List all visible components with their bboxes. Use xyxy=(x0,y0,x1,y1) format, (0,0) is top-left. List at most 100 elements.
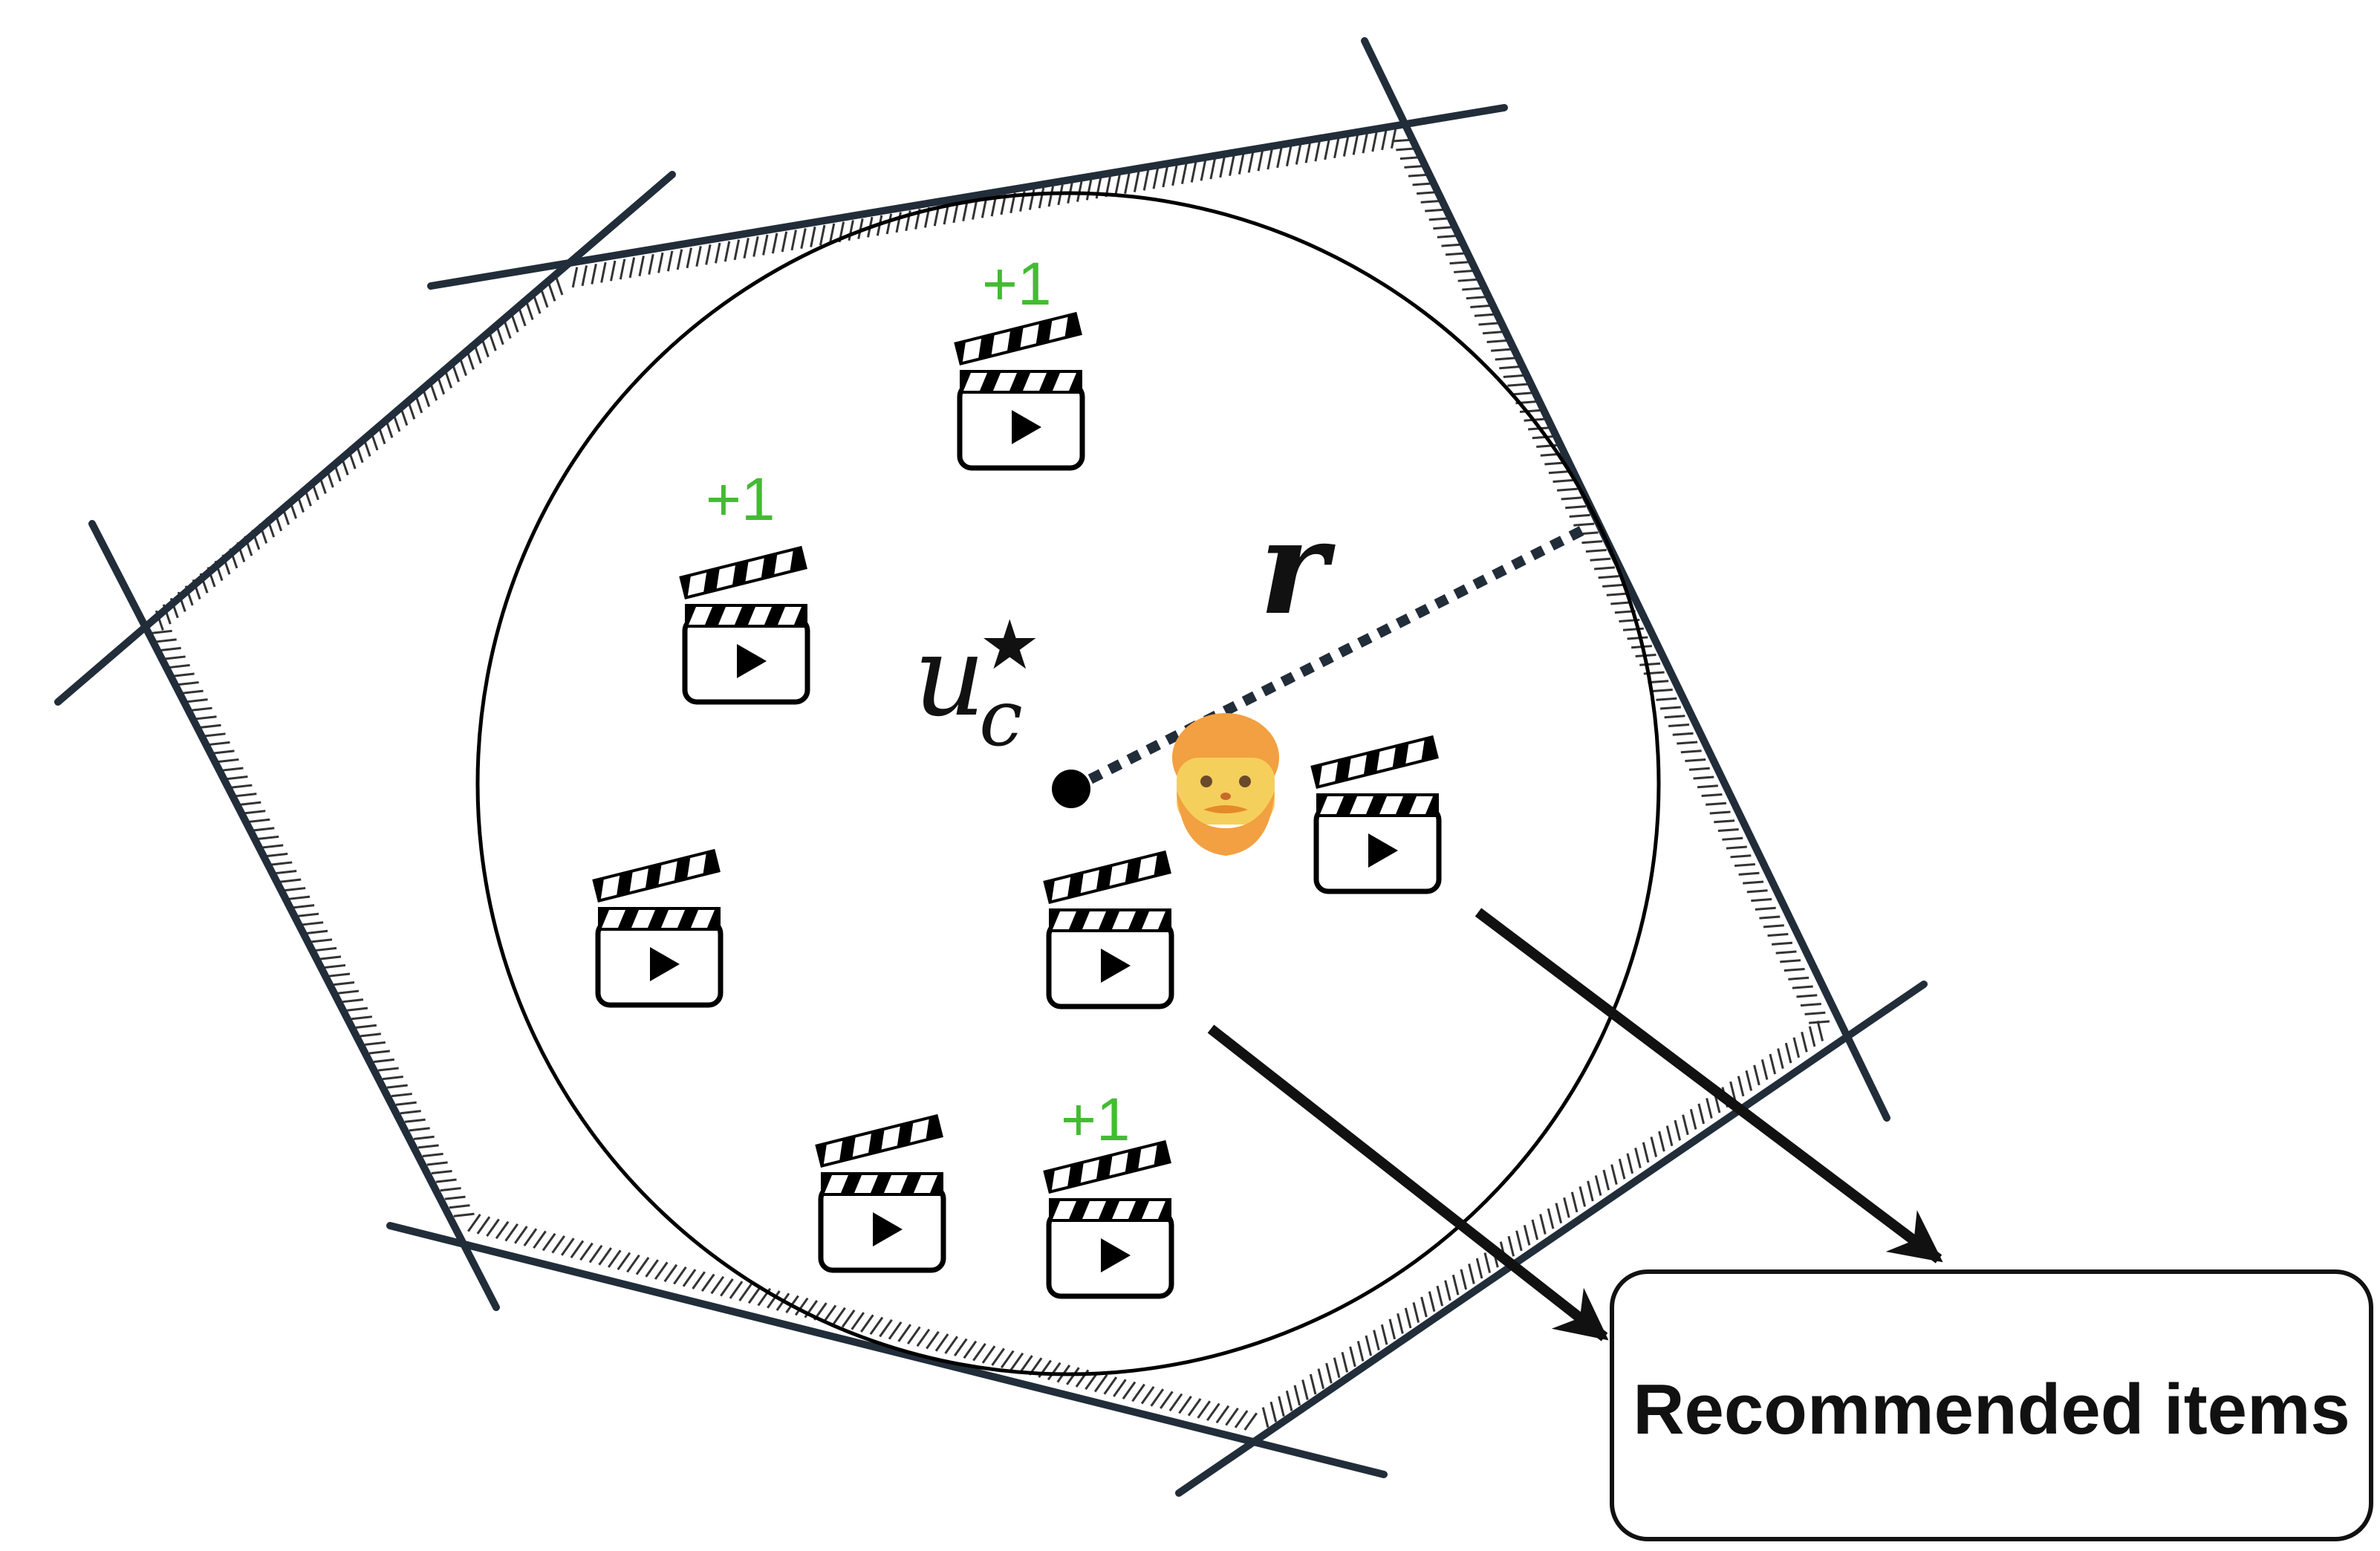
hatch-mark xyxy=(1717,827,1739,833)
hatch-mark xyxy=(962,201,969,221)
hatch-mark xyxy=(1734,862,1755,868)
hatch-mark xyxy=(1428,1291,1436,1312)
hatch-mark xyxy=(857,218,864,239)
hatch-mark xyxy=(1602,583,1624,588)
hatch-mark xyxy=(705,244,712,265)
hatch-mark xyxy=(607,1249,622,1268)
movie-item[interactable] xyxy=(1310,735,1439,891)
hatch-mark xyxy=(276,869,297,875)
hatch-mark xyxy=(1606,592,1628,596)
hatch-mark xyxy=(253,827,275,832)
hatch-mark xyxy=(1573,522,1595,527)
hatch-mark xyxy=(944,1336,958,1354)
hatch-mark xyxy=(1780,959,1801,963)
hatch-mark xyxy=(1726,845,1747,850)
clapperboard-icon xyxy=(954,312,1082,468)
hatch-mark xyxy=(431,1169,452,1175)
hatch-mark xyxy=(1293,1385,1301,1406)
hatch-mark xyxy=(1565,505,1587,510)
movie-item[interactable]: +1 xyxy=(1043,1086,1171,1296)
hatch-mark xyxy=(1563,1197,1570,1218)
hatch-mark xyxy=(1047,1362,1061,1381)
hatch-mark xyxy=(1285,1390,1293,1411)
hatch-mark xyxy=(1397,1313,1404,1334)
hatch-mark xyxy=(440,1187,461,1192)
hatch-mark xyxy=(267,852,288,857)
hatch-mark xyxy=(1324,139,1330,160)
hatch-mark xyxy=(841,1309,856,1328)
hatch-mark xyxy=(695,246,702,267)
hatch-mark xyxy=(879,1318,893,1338)
hatch-mark xyxy=(334,981,355,986)
hatch-mark xyxy=(1602,1169,1610,1191)
hatch-mark xyxy=(926,1330,940,1350)
hatch-mark xyxy=(1122,1381,1137,1400)
hatch-mark xyxy=(1729,1081,1737,1102)
hatch-mark xyxy=(1801,1031,1808,1053)
hatch-mark xyxy=(860,1314,874,1333)
hatch-mark xyxy=(1168,1393,1183,1412)
hatch-mark xyxy=(222,767,244,772)
hatch-mark xyxy=(1333,1357,1341,1379)
hatch-mark xyxy=(404,1118,426,1123)
hatch-mark xyxy=(417,1144,439,1149)
hatch-mark xyxy=(1701,793,1723,798)
hatch-mark xyxy=(1706,1098,1713,1119)
hatch-mark xyxy=(1659,706,1681,710)
hatch-mark xyxy=(654,1261,669,1280)
hatch-mark xyxy=(1113,1379,1127,1397)
hatch-mark xyxy=(249,818,270,823)
hatch-mark xyxy=(743,238,750,259)
hatch-mark xyxy=(1180,163,1188,184)
user-face-icon xyxy=(1172,713,1279,856)
hatch-mark xyxy=(1581,540,1603,544)
hatch-mark xyxy=(1190,161,1197,183)
hatch-mark xyxy=(635,1257,650,1275)
hatch-mark xyxy=(1816,1021,1824,1041)
movie-item[interactable]: +1 xyxy=(679,466,807,702)
hatch-mark xyxy=(1658,1131,1665,1152)
hatch-mark xyxy=(164,655,186,660)
hatch-mark xyxy=(800,228,807,249)
hatch-mark xyxy=(1688,767,1710,771)
movie-items: +1 +1 +1 xyxy=(592,250,1439,1296)
movie-item[interactable] xyxy=(1043,851,1171,1007)
hatch-mark xyxy=(1142,169,1150,191)
hatch-mark xyxy=(581,265,588,287)
recommended-items-label: Recommended items xyxy=(1633,1370,2350,1449)
hatch-mark xyxy=(1784,1042,1792,1064)
hatch-mark xyxy=(1428,217,1450,221)
movie-item[interactable] xyxy=(592,849,721,1005)
hatch-mark xyxy=(453,1212,475,1217)
hatch-mark xyxy=(571,267,579,288)
hatch-mark xyxy=(1225,1408,1239,1426)
item-badge: +1 xyxy=(706,466,776,533)
hatch-mark xyxy=(729,1281,744,1299)
hatch-mark xyxy=(1769,1053,1777,1075)
hatch-mark xyxy=(342,998,364,1004)
hatch-mark xyxy=(1197,1400,1212,1419)
hatch-mark xyxy=(1634,1147,1642,1168)
hatch-mark xyxy=(1325,1362,1333,1384)
hatch-mark xyxy=(1800,1003,1821,1007)
hatch-mark xyxy=(1341,1351,1349,1373)
hatch-mark xyxy=(382,1075,403,1081)
hatch-mark xyxy=(1301,1379,1309,1400)
clapperboard-icon xyxy=(592,849,721,1005)
hatch-mark xyxy=(771,233,778,254)
hatch-mark xyxy=(1598,575,1619,579)
hatch-mark xyxy=(686,247,692,269)
hatch-mark xyxy=(1124,173,1131,194)
hatch-mark xyxy=(173,672,195,677)
hatch-mark xyxy=(523,1228,538,1246)
hatch-mark xyxy=(724,241,731,262)
hatch-mark xyxy=(720,1278,734,1297)
recommended-items-box: Recommended items xyxy=(1610,1269,2373,1541)
hatch-mark xyxy=(486,1218,500,1237)
hatch-mark xyxy=(619,258,626,280)
hatch-mark xyxy=(368,1050,390,1055)
movie-item[interactable] xyxy=(815,1114,943,1270)
hatch-mark xyxy=(209,741,230,746)
hatch-mark xyxy=(1404,1307,1412,1329)
movie-item[interactable]: +1 xyxy=(954,250,1082,468)
